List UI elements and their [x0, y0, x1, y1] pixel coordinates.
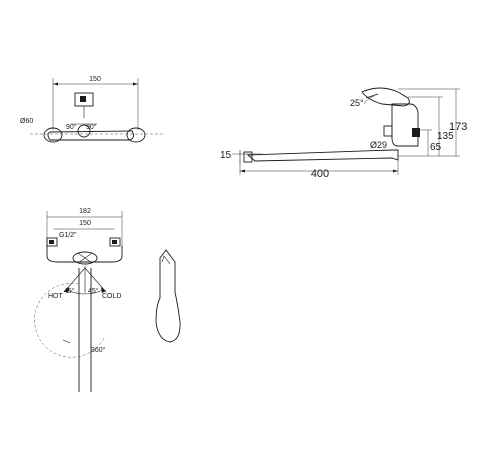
front-view: 150 Ø60 90° 90° — [20, 76, 165, 143]
front-width-label: 150 — [89, 76, 101, 83]
lever-profile-view — [155, 249, 181, 343]
side-view: 25° 15 400 Ø29 173 135 65 — [220, 87, 467, 180]
spout-aerator — [243, 151, 253, 163]
lever-profile-outline — [155, 249, 181, 343]
cartridge-body — [391, 103, 419, 147]
front-angle-right-label: 90° — [86, 123, 97, 131]
travel-arc — [66, 289, 104, 295]
side-diameter-label: Ø29 — [370, 140, 387, 150]
lever-handle — [361, 87, 410, 107]
side-port — [383, 125, 393, 137]
right-eccentric-flange — [126, 127, 146, 143]
thread-label: G1/2" — [59, 232, 77, 239]
cold-angle-label: 45° — [88, 287, 99, 295]
hot-inlet-thread — [49, 240, 54, 244]
spout-short-label: 15 — [220, 150, 232, 161]
left-eccentric-flange — [43, 127, 63, 143]
hot-label: HOT — [48, 293, 64, 300]
bottom-mixer-body — [46, 246, 123, 263]
overall-width-label: 182 — [79, 208, 91, 215]
dim-arrow — [240, 169, 245, 173]
cold-travel-line — [84, 267, 107, 293]
spout — [246, 149, 399, 162]
bottom-cartridge — [72, 251, 98, 265]
hot-angle-label: 45° — [64, 287, 75, 295]
cold-label: COLD — [102, 293, 121, 300]
hot-travel-line — [63, 267, 86, 293]
height-total-label: 173 — [449, 121, 467, 133]
wall-connection-block — [412, 128, 420, 137]
front-diameter-label: Ø60 — [20, 118, 33, 125]
dim-arrow — [53, 82, 58, 86]
cold-inlet — [109, 237, 121, 247]
hot-inlet — [46, 237, 58, 247]
cartridge-hatch — [77, 252, 93, 264]
lever-detail — [365, 93, 379, 99]
cold-arrow — [101, 287, 106, 293]
swivel-arc — [34, 283, 106, 358]
height-mid-label: 135 — [437, 131, 454, 142]
lever-angle-label: 25° — [350, 98, 364, 108]
lever-profile-cap — [161, 255, 171, 265]
swivel-arrow-tick — [62, 339, 71, 344]
center-outlet — [77, 124, 91, 138]
spout-length-label: 400 — [311, 168, 329, 180]
bottom-view: 182 150 G1/2" 45° 45° HOT COLD 360° — [34, 208, 123, 392]
swivel-angle-label: 360° — [91, 346, 106, 354]
dim-arrow — [393, 169, 398, 173]
lever-angle-arc — [363, 95, 375, 105]
center-width-label: 150 — [79, 220, 91, 227]
diverter-knob-marker — [80, 96, 86, 102]
dim-arrow — [133, 82, 138, 86]
cold-inlet-thread — [112, 240, 117, 244]
front-angle-left-label: 90° — [66, 123, 77, 131]
height-low-label: 65 — [430, 142, 442, 153]
hot-arrow — [64, 287, 69, 293]
